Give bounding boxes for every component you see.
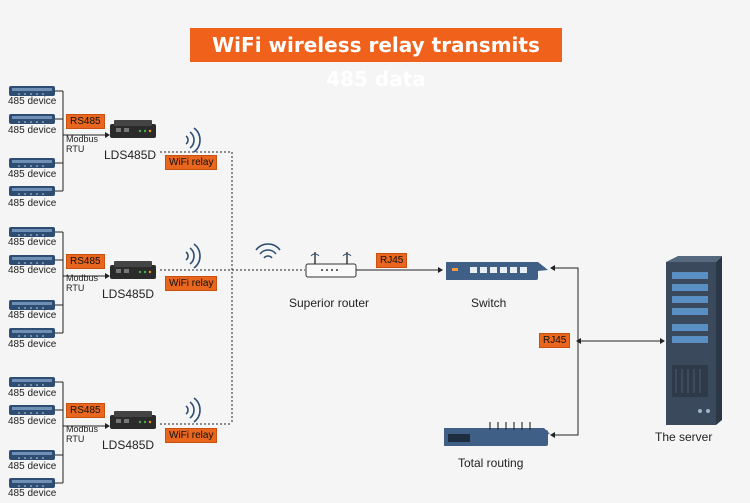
lds485d-converter-icon [110,261,156,279]
group2-devices [9,227,110,338]
lds485d-converter-icon [110,120,156,138]
rs485-tag: RS485 [66,403,105,418]
device-icon [9,450,55,460]
converter-label: LDS485D [102,287,155,301]
device-label: 485 device [8,339,57,350]
wifi-relay-tag: WiFi relay [165,428,218,443]
diagram-title: WiFi wireless relay transmits 485 data [190,28,562,91]
lds485d-converter-icon [110,411,156,429]
total-routing-label: Total routing [458,456,524,470]
wifi-signal-icon [185,127,201,153]
protocol-label: Modbus RTU [66,134,99,154]
device-label: 485 device [8,310,57,321]
device-icon [9,328,55,338]
rs485-tag: RS485 [66,114,105,129]
converter-label: LDS485D [102,438,155,452]
protocol-label: Modbus RTU [66,273,99,293]
device-label: 485 device [8,96,57,107]
wifi-relay-tag: WiFi relay [165,155,218,170]
protocol-label: Modbus RTU [66,424,99,444]
device-icon [9,114,55,124]
router-icon [305,252,357,278]
wifi-signal-icon [255,243,281,259]
device-icon [9,478,55,488]
device-label: 485 device [8,169,57,180]
wifi-signal-icon [185,397,201,423]
wifi-relay-tag: WiFi relay [165,276,218,291]
total-routing-icon [444,422,550,446]
device-label: 485 device [8,461,57,472]
device-icon [9,405,55,415]
group3-devices [9,377,110,488]
device-icon [9,255,55,265]
device-label: 485 device [8,416,57,427]
switch-label: Switch [471,296,507,310]
device-label: 485 device [8,488,57,499]
device-icon [9,300,55,310]
rj45-tag: RJ45 [539,333,571,348]
switch-icon [446,262,548,280]
wifi-signal-icon [185,243,201,269]
device-icon [9,86,55,96]
server-label: The server [655,430,713,444]
server-icon [666,256,722,425]
rj45-tag: RJ45 [376,253,408,268]
device-label: 485 device [8,388,57,399]
device-icon [9,158,55,168]
device-icon [9,227,55,237]
device-icon [9,186,55,196]
wired-link [555,267,660,436]
group1-devices [9,86,110,196]
wireless-link [160,151,305,425]
device-label: 485 device [8,125,57,136]
device-label: 485 device [8,198,57,209]
router-label: Superior router [289,296,370,310]
rs485-tag: RS485 [66,254,105,269]
converter-label: LDS485D [104,148,157,162]
device-label: 485 device [8,265,57,276]
device-icon [9,377,55,387]
device-label: 485 device [8,237,57,248]
